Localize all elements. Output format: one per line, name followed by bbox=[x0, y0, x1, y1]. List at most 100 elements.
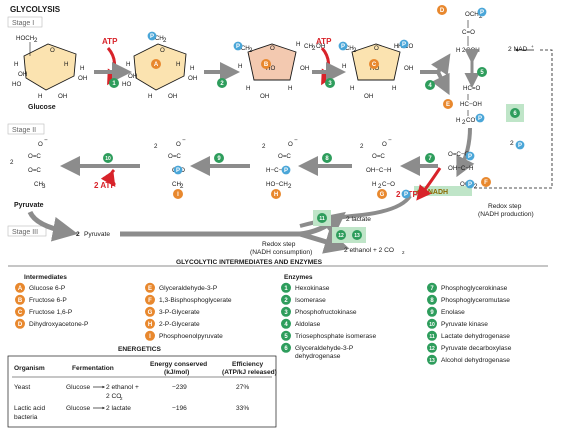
legend-enzyme-10: Pyruvate kinase bbox=[441, 321, 488, 328]
yeast-organism: Yeast bbox=[14, 384, 30, 391]
intermediate-badge-B: B bbox=[261, 59, 271, 69]
svg-text:5: 5 bbox=[480, 70, 484, 76]
svg-text:OH: OH bbox=[58, 93, 67, 100]
svg-text:OH: OH bbox=[188, 75, 197, 82]
svg-text:O=C: O=C bbox=[168, 153, 181, 160]
legend-intermediate-badge-H: H bbox=[145, 318, 155, 329]
legend-enzyme-badge-1: 1 bbox=[281, 282, 291, 293]
phosphate-icon: P bbox=[401, 189, 411, 199]
svg-text:H: H bbox=[126, 61, 130, 68]
intermediate-badge-F: F bbox=[481, 177, 491, 187]
phosphate-icon: P bbox=[465, 151, 475, 161]
svg-text:H: H bbox=[176, 61, 180, 68]
svg-text:H: H bbox=[148, 93, 152, 100]
svg-text:A: A bbox=[154, 62, 159, 68]
svg-text:H: H bbox=[190, 65, 194, 72]
legend-enzyme-6: Glyceraldehyde-3-P bbox=[295, 345, 354, 352]
svg-text:P: P bbox=[284, 168, 288, 174]
legend-enzyme-11: Lactate dehydrogenase bbox=[441, 333, 510, 340]
legend-intermediate-C: Fructose 1,6-P bbox=[29, 309, 73, 316]
svg-text:10: 10 bbox=[429, 322, 435, 328]
svg-text:H−C−O: H−C−O bbox=[266, 167, 287, 174]
svg-text:H: H bbox=[38, 93, 42, 100]
nad-dashed-path bbox=[420, 49, 553, 189]
svg-text:2: 2 bbox=[462, 47, 466, 54]
legend-enzyme-1: Hexokinase bbox=[295, 285, 330, 292]
svg-text:11: 11 bbox=[429, 334, 435, 340]
svg-text:H: H bbox=[394, 43, 398, 50]
svg-text:O: O bbox=[160, 47, 165, 54]
svg-text:O: O bbox=[382, 141, 387, 148]
svg-text:P: P bbox=[468, 154, 472, 160]
legend-enzyme-13: Alcohol dehydrogenase bbox=[441, 357, 510, 364]
svg-text:13: 13 bbox=[429, 358, 435, 364]
energetics-header-fermentation: Fermentation bbox=[72, 365, 114, 372]
lactic-energy: −196 bbox=[172, 405, 187, 412]
phosphate-icon: P bbox=[477, 7, 487, 17]
svg-text:2: 2 bbox=[34, 37, 38, 44]
legend-enzyme-badge-12: 12 bbox=[427, 342, 437, 353]
legend-intermediate-badge-F: F bbox=[145, 294, 155, 305]
intermediate-badge-E: E bbox=[443, 99, 453, 109]
atp-out-arrow-1 bbox=[100, 168, 116, 187]
svg-text:F: F bbox=[484, 180, 488, 186]
enzyme-badge-12: 12 bbox=[336, 230, 346, 240]
svg-text:OH: OH bbox=[168, 93, 177, 100]
svg-text:G: G bbox=[148, 310, 153, 316]
svg-text:HO−CH: HO−CH bbox=[266, 181, 288, 188]
svg-text:1: 1 bbox=[284, 286, 288, 292]
svg-text:O: O bbox=[176, 141, 181, 148]
pyruvate-label: Pyruvate bbox=[14, 202, 44, 209]
phosphate-icon: P bbox=[515, 140, 525, 150]
redox-consumption-line2: (NADH consumption) bbox=[250, 249, 312, 256]
enzyme-badge-4: 4 bbox=[425, 80, 435, 90]
svg-text:H: H bbox=[238, 63, 242, 70]
yeast-energy: −239 bbox=[172, 384, 187, 391]
svg-text:P: P bbox=[518, 143, 522, 149]
svg-text:3: 3 bbox=[42, 183, 46, 190]
legend-enzyme-8: Phosphoglyceromutase bbox=[441, 297, 510, 304]
svg-text:E: E bbox=[148, 286, 152, 292]
stage-label-3: Stage III bbox=[7, 225, 47, 237]
svg-text:P: P bbox=[176, 168, 180, 174]
svg-text:2: 2 bbox=[120, 396, 123, 401]
svg-text:OH: OH bbox=[128, 73, 137, 80]
atp-input-1: ATP bbox=[102, 37, 118, 46]
lactic-organism-2: bacteria bbox=[14, 414, 38, 421]
svg-text:+: + bbox=[531, 44, 534, 49]
stage-label-2: Stage II bbox=[7, 123, 45, 135]
atp-arrow-1 bbox=[106, 47, 121, 86]
svg-text:P: P bbox=[404, 192, 408, 198]
atp-out-arrow-2 bbox=[416, 167, 442, 201]
svg-text:OCH: OCH bbox=[465, 11, 479, 18]
legend-intermediate-B: Fructose 6-P bbox=[29, 297, 67, 304]
svg-text:3: 3 bbox=[328, 81, 332, 87]
legend-intermediate-E: Glyceraldehyde-3-P bbox=[159, 285, 218, 292]
svg-text:C: C bbox=[372, 62, 377, 68]
lactic-substrate: Glucose bbox=[66, 405, 91, 412]
legend-enzyme-12: Pyruvate decarboxylase bbox=[441, 345, 512, 352]
enzyme-badge-7: 7 bbox=[425, 153, 435, 163]
legend-enzyme-4: Aldolase bbox=[295, 321, 321, 328]
svg-text:9: 9 bbox=[430, 310, 434, 316]
svg-text:O: O bbox=[288, 141, 293, 148]
svg-text:9: 9 bbox=[217, 156, 221, 162]
legend-intermediate-I: Phosphoenolpyruvate bbox=[159, 333, 223, 340]
enzyme-badge-13: 13 bbox=[352, 230, 362, 240]
pyruvate-down-arrow bbox=[27, 210, 78, 242]
svg-text:O: O bbox=[38, 141, 43, 148]
phosphate-icon: P bbox=[147, 31, 157, 41]
svg-text:3: 3 bbox=[284, 310, 288, 316]
legend-intermediate-G: 3-P-Glycerate bbox=[159, 309, 200, 316]
glucose-label: Glucose bbox=[28, 104, 56, 111]
svg-text:2: 2 bbox=[288, 183, 292, 190]
legend-intermediate-badge-B: B bbox=[15, 294, 25, 305]
svg-text:2: 2 bbox=[220, 81, 224, 87]
svg-text:P: P bbox=[402, 42, 406, 48]
phosphate-icon: P bbox=[399, 39, 409, 49]
svg-text:OH: OH bbox=[300, 65, 309, 72]
arrow-step-4b bbox=[431, 71, 450, 96]
intermediate-badge-G: G bbox=[377, 189, 387, 199]
